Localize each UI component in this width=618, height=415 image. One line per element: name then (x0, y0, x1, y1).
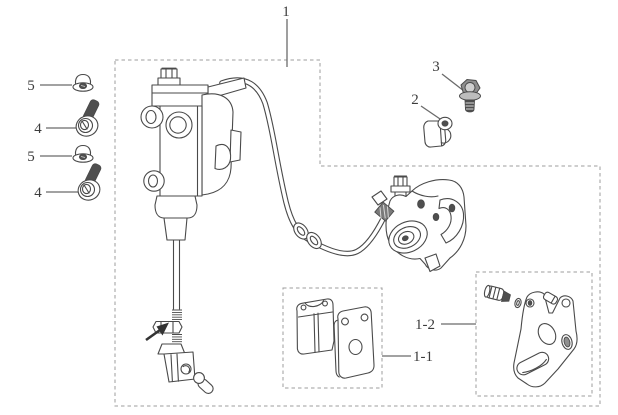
reservoir (201, 93, 234, 196)
clamp-hook (440, 128, 452, 144)
pointer-arrow (145, 322, 169, 342)
banjo-flange (157, 77, 181, 86)
hose-grommets (293, 222, 322, 250)
threads-upper (172, 309, 182, 321)
bracket-center-hole (537, 323, 557, 345)
flange-bolt-top (75, 99, 100, 137)
pad-hole (300, 304, 307, 311)
push-rod (172, 239, 181, 310)
label-4-bottom: 4 (34, 185, 42, 201)
caliper-bolt-hole (448, 203, 456, 213)
label-1: 1 (282, 4, 290, 20)
label-4-top: 4 (34, 121, 42, 137)
pad-center-hole (348, 338, 363, 356)
pad-hole (322, 300, 328, 307)
cylinder-cap (151, 84, 209, 107)
brake-pads-boundary (282, 287, 383, 389)
slide-pin-tip (500, 290, 511, 302)
caliper-bolt-hole (432, 212, 440, 222)
boot-lower (163, 217, 188, 241)
boot-upper (154, 195, 198, 219)
caliper-bracket (483, 284, 578, 388)
brake-pads (296, 298, 375, 379)
bleeder-valve (371, 190, 388, 206)
master-cylinder (140, 67, 247, 383)
caliper-bolt-hole (417, 199, 425, 209)
hex-bolt (459, 78, 481, 113)
caliper-bracket-boundary (475, 271, 593, 397)
banjo-bolt (160, 68, 178, 79)
pad-hole (341, 317, 349, 326)
hose-fitting (374, 201, 395, 222)
label-1-2: 1-2 (415, 317, 435, 333)
caliper-banjo-bolt (393, 176, 408, 187)
main-assembly-boundary (114, 59, 601, 407)
pad-groove (313, 312, 320, 353)
threads-lower (172, 334, 182, 343)
hose-clamp (423, 116, 453, 148)
clevis-pin (193, 372, 214, 394)
label-5-top: 5 (27, 78, 35, 94)
label-5-bottom: 5 (27, 149, 35, 165)
bracket-side-hole (561, 334, 573, 350)
cap-nut-top (72, 73, 94, 92)
flange-bolt-bottom (77, 163, 102, 201)
cap-nut-bottom (72, 144, 94, 163)
brake-caliper (371, 175, 467, 273)
bracket-hole (561, 298, 571, 308)
brake-hose (219, 77, 387, 257)
label-3: 3 (432, 59, 440, 75)
leader-line-3 (441, 73, 465, 92)
label-1-1: 1-1 (413, 349, 433, 365)
hex-bolt-washer (459, 91, 481, 101)
caliper-claw (438, 198, 465, 244)
slide-pin (483, 284, 511, 302)
label-2: 2 (411, 92, 419, 108)
caliper-piston (388, 220, 428, 254)
bracket-pin (542, 291, 559, 305)
reservoir-tab (229, 129, 242, 163)
caliper-foot (424, 253, 441, 273)
pin-washer (514, 297, 522, 309)
pin-head (193, 372, 205, 384)
reservoir-bump (214, 143, 232, 170)
bracket-slot (516, 351, 550, 376)
pad-hole (360, 313, 369, 322)
